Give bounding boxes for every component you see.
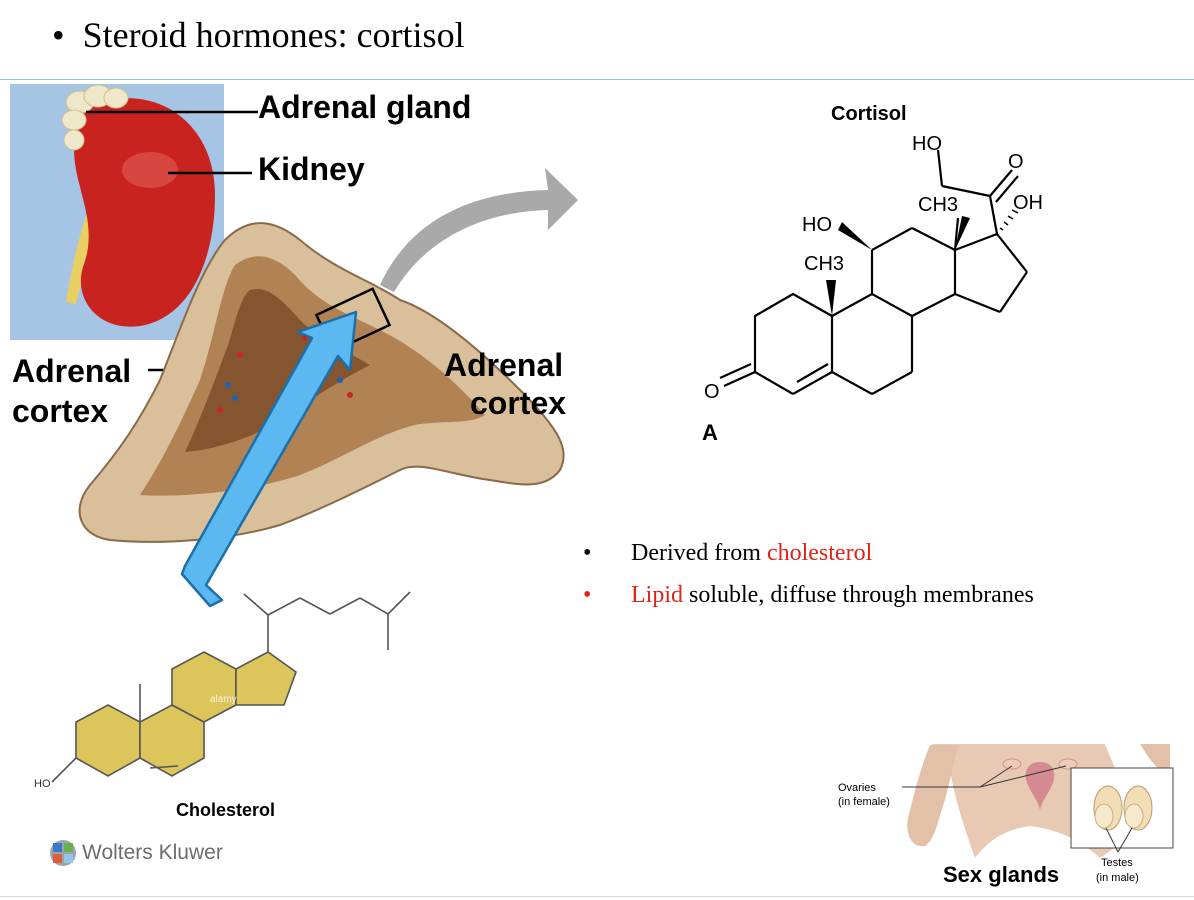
title-text: Steroid hormones: cortisol — [82, 15, 465, 55]
bullet-text: Derived from — [631, 540, 767, 566]
bullet-item: • Derived from cholesterol — [583, 540, 1183, 582]
label-cortex-right-2: cortex — [470, 385, 566, 421]
ovary-left-shape — [1002, 758, 1022, 770]
cortisol-ch3-lower: CH3 — [804, 253, 844, 275]
bullet-highlight: Lipid — [631, 582, 683, 608]
blue-arrow — [180, 310, 358, 608]
ovaries-label-1: Ovaries — [838, 782, 876, 794]
ovaries-label-2: (in female) — [838, 796, 890, 808]
bullet-dot: • — [583, 540, 592, 566]
bullet-item: • Lipid soluble, diffuse through membran… — [583, 582, 1183, 624]
logo-text: Wolters Kluwer — [82, 841, 223, 864]
cholesterol-ho-label: HO — [34, 778, 51, 790]
arm-shape — [907, 745, 958, 847]
cortisol-oh-right: OH — [1013, 192, 1043, 214]
cortisol-structure: Cortisol — [702, 103, 1043, 445]
footer-rule — [0, 896, 1194, 897]
cortisol-ch3-upper: CH3 — [918, 194, 958, 216]
adrenal-gland-shape — [61, 84, 129, 151]
slide-title: • Steroid hormones: cortisol — [52, 14, 465, 56]
label-adrenal-gland: Adrenal gland — [258, 89, 471, 125]
adrenal-cholesterol-figure: Adrenal gland Kidney Adrenal cortex Adre… — [10, 84, 578, 820]
sex-glands-figure: Ovaries (in female) Sex glands Testes (i… — [838, 744, 1174, 887]
cortisol-o-top: O — [1008, 151, 1024, 173]
cortisol-title: Cortisol — [831, 103, 907, 125]
label-cortex-left-1: Adrenal — [12, 353, 131, 389]
label-kidney: Kidney — [258, 151, 365, 187]
cholesterol-label: Cholesterol — [176, 800, 275, 820]
title-bullet: • — [52, 15, 65, 55]
blood-dots — [217, 335, 353, 413]
testes-label-2: (in male) — [1096, 872, 1139, 884]
cortisol-ho-top: HO — [912, 133, 942, 155]
publisher-logo: Wolters Kluwer — [48, 838, 223, 868]
cholesterol-structure — [51, 591, 411, 783]
sex-glands-title: Sex glands — [943, 862, 1059, 887]
logo-mark-icon — [50, 840, 76, 866]
label-cortex-right-1: Adrenal — [444, 347, 563, 383]
bullet-highlight: cholesterol — [766, 540, 873, 566]
watermark: alamy — [210, 694, 237, 705]
right-arm-shape — [1140, 744, 1170, 772]
bullet-text: soluble, diffuse through membranes — [683, 582, 1034, 608]
cortisol-o-left: O — [704, 381, 720, 403]
label-cortex-left-2: cortex — [12, 393, 108, 429]
header-rule — [0, 79, 1194, 80]
panel-letter: A — [702, 420, 718, 445]
kidney-shape — [74, 98, 215, 327]
cortisol-ho-left: HO — [802, 214, 832, 236]
bullet-list: • Derived from cholesterol • Lipid solub… — [583, 540, 1183, 624]
testes-label-1: Testes — [1101, 857, 1133, 869]
zoom-arrow — [380, 168, 578, 292]
bullet-dot: • — [583, 582, 592, 608]
